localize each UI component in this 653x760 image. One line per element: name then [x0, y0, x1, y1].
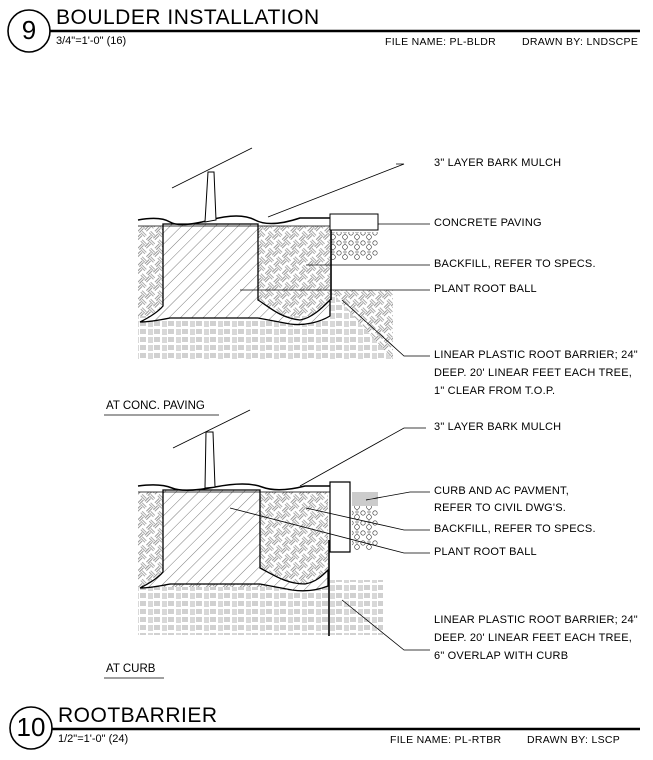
detail-scale-top: 3/4"=1'-0" (16) [56, 35, 127, 47]
drawn-by-bottom: DRAWN BY: LSCP [527, 734, 621, 746]
label-backfill-upper: BACKFILL, REFER TO SPECS. [434, 258, 596, 270]
header-bottom-frame [9, 706, 640, 750]
detail-scale-bottom: 1/2"=1'-0" (24) [58, 733, 129, 745]
detail-number-top: 9 [21, 15, 37, 45]
label-root-barrier-upper-3: 1" CLEAR FROM T.O.P. [434, 385, 556, 397]
label-curb-ac-1: CURB AND AC PAVMENT, [434, 485, 570, 497]
label-root-barrier-upper-2: DEEP. 20' LINEAR FEET EACH TREE, [434, 367, 633, 379]
drawn-by-top: DRAWN BY: LNDSCPE [522, 36, 639, 48]
detail-title-top: BOULDER INSTALLATION [56, 6, 320, 29]
label-root-ball-upper: PLANT ROOT BALL [434, 283, 537, 295]
label-root-barrier-upper-1: LINEAR PLASTIC ROOT BARRIER; 24" [434, 349, 638, 361]
label-bark-mulch-lower: 3" LAYER BARK MULCH [434, 421, 562, 433]
label-root-barrier-lower-3: 6" OVERLAP WITH CURB [434, 650, 569, 662]
label-bark-mulch-upper: 3" LAYER BARK MULCH [434, 157, 562, 169]
label-backfill-lower: BACKFILL, REFER TO SPECS. [434, 523, 596, 535]
detail-number-bottom: 10 [16, 712, 46, 742]
file-name-top: FILE NAME: PL-BLDR [385, 36, 497, 48]
label-curb-ac-2: REFER TO CIVIL DWG'S. [434, 502, 567, 514]
caption-lower: AT CURB [106, 663, 156, 675]
detail-title-bottom: ROOTBARRIER [58, 704, 218, 727]
header-top-frame [7, 9, 640, 53]
lower-detail [104, 409, 430, 679]
caption-upper: AT CONC. PAVING [106, 400, 205, 412]
label-root-barrier-lower-2: DEEP. 20' LINEAR FEET EACH TREE, [434, 632, 633, 644]
upper-detail [104, 147, 430, 416]
label-concrete-paving: CONCRETE PAVING [434, 217, 542, 229]
file-name-bottom: FILE NAME: PL-RTBR [390, 734, 502, 746]
label-root-ball-lower: PLANT ROOT BALL [434, 546, 537, 558]
label-root-barrier-lower-1: LINEAR PLASTIC ROOT BARRIER; 24" [434, 614, 638, 626]
